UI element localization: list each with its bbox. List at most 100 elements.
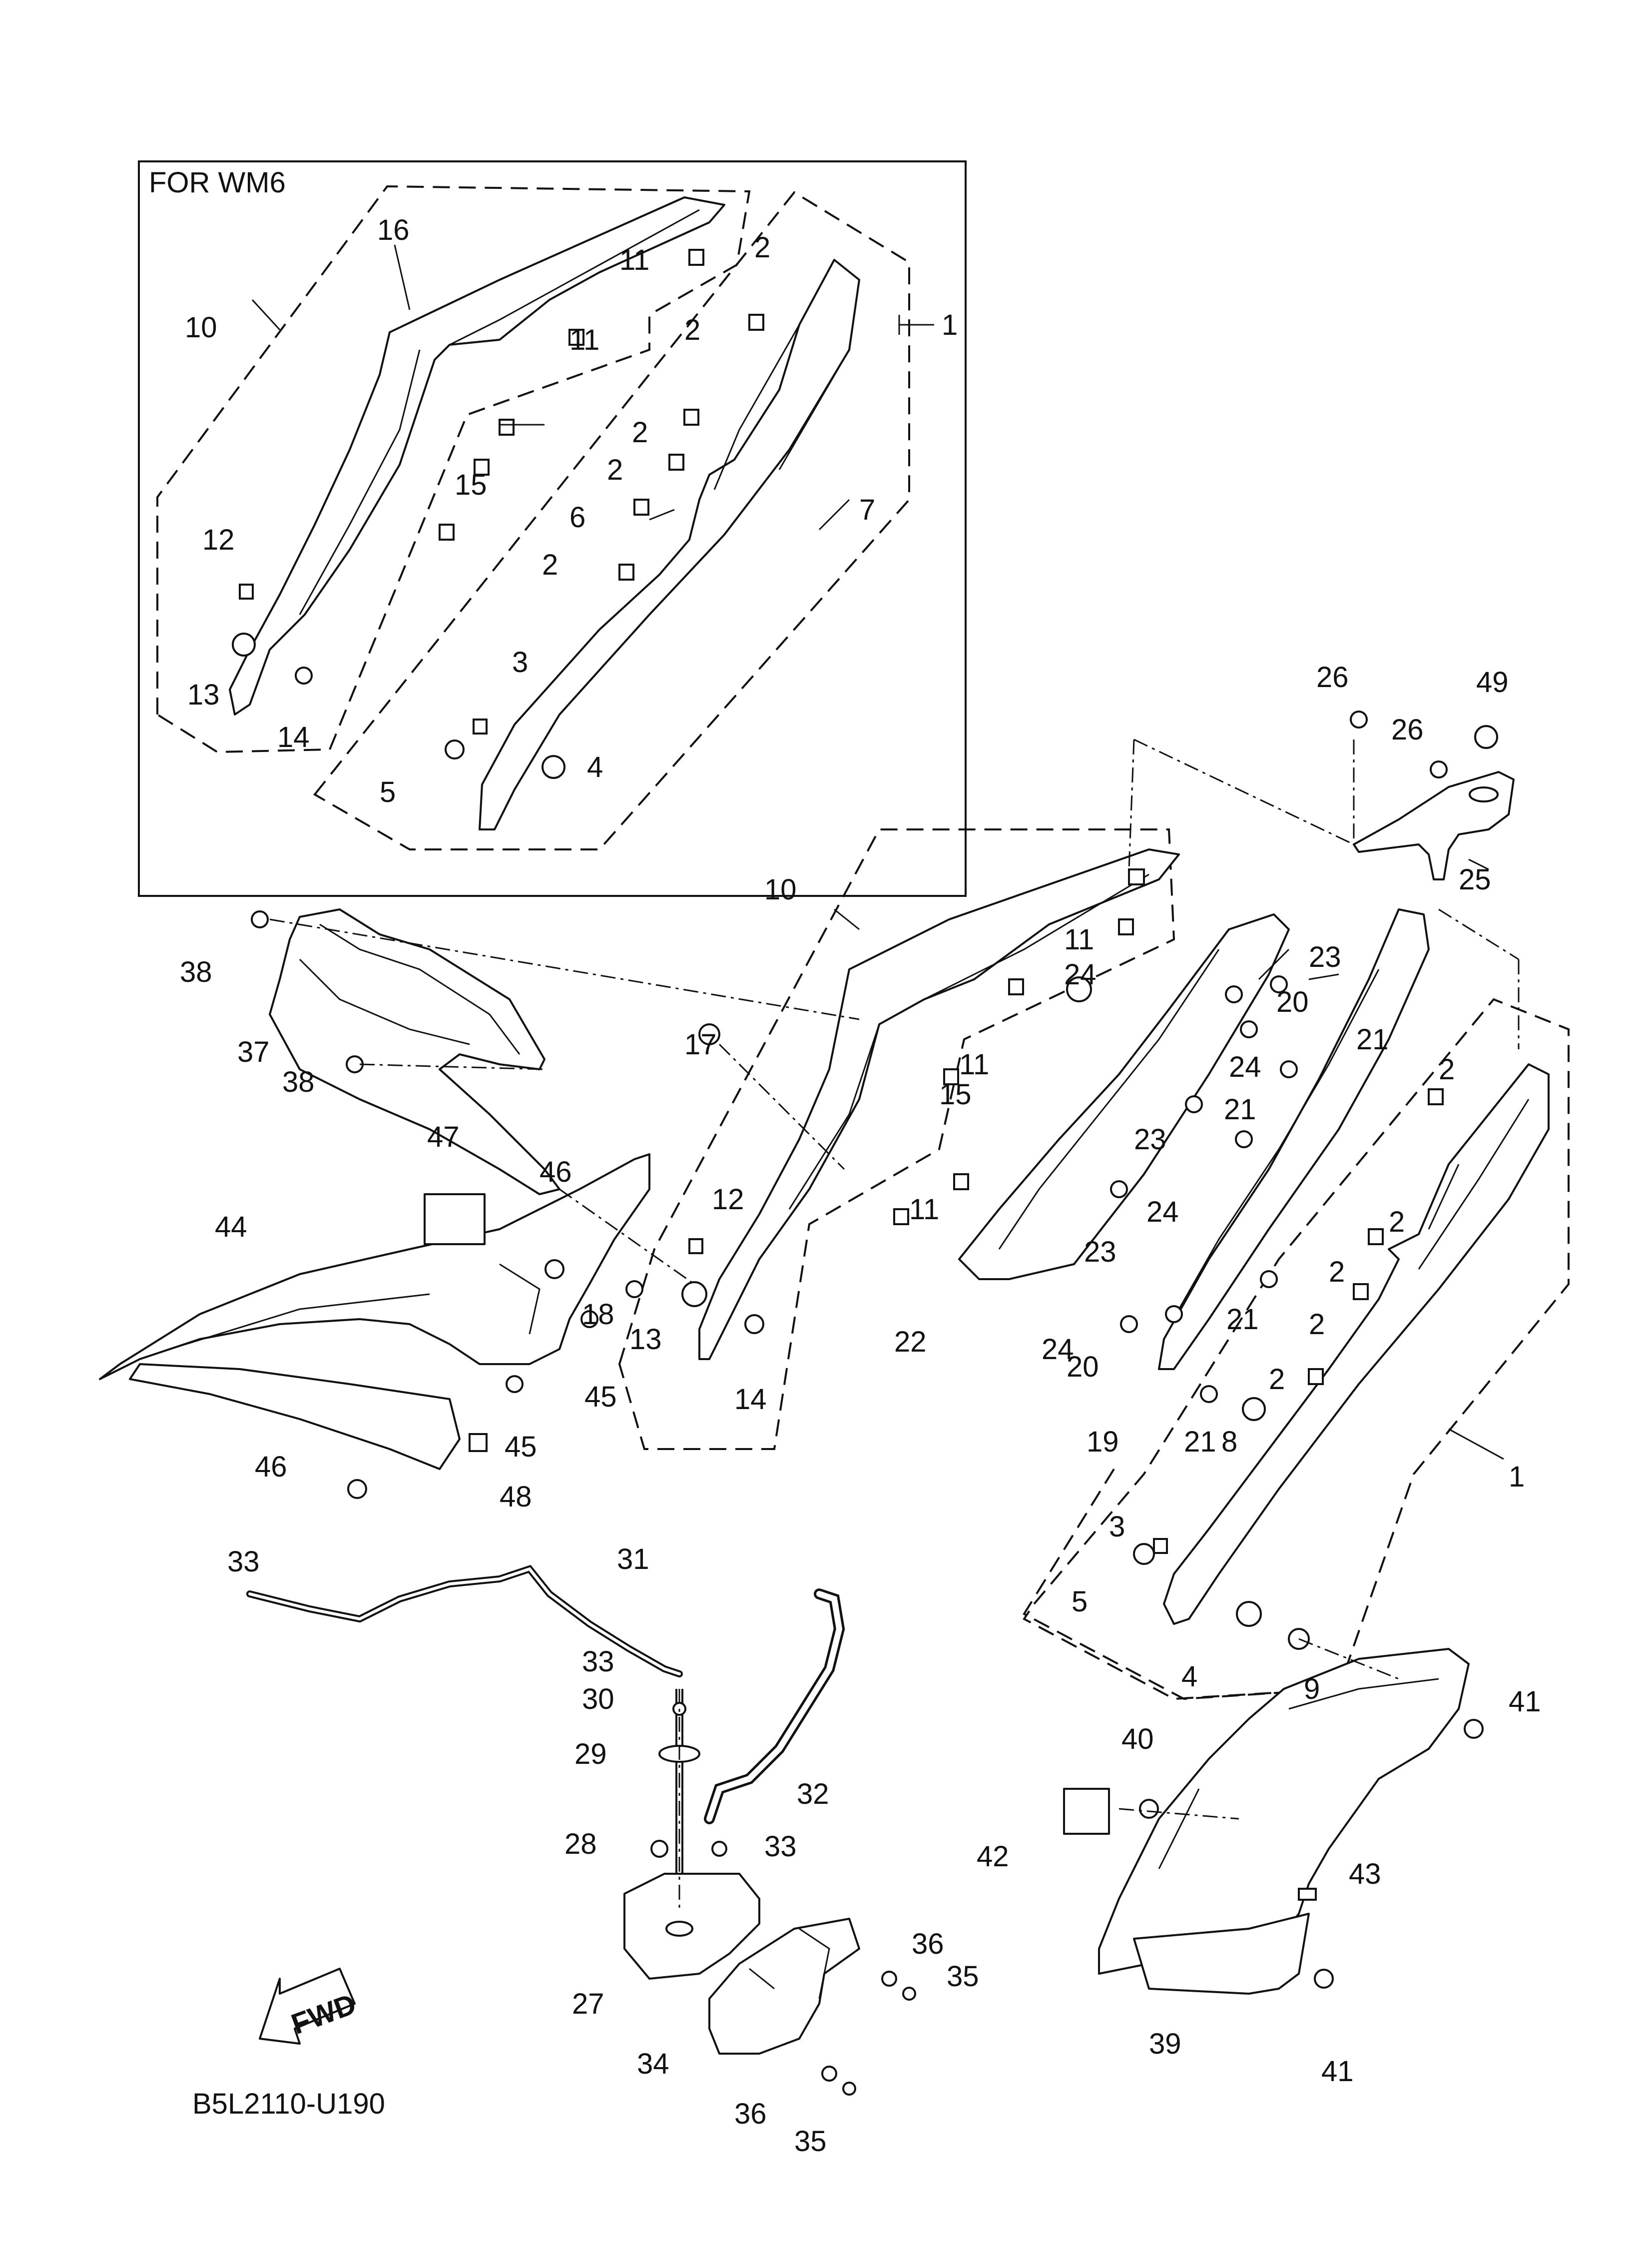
callout: 38 xyxy=(282,1066,315,1098)
callout: 2 xyxy=(1269,1363,1285,1396)
box-47 xyxy=(424,1193,486,1245)
callout: 36 xyxy=(912,1928,944,1960)
callout: 1 xyxy=(1509,1461,1525,1493)
callout: 47 xyxy=(427,1121,460,1153)
front-panel-39-detail xyxy=(1158,1678,1439,1869)
callout: 1 xyxy=(942,309,958,341)
side-cover-detail xyxy=(1418,1099,1530,1270)
callout: 29 xyxy=(574,1738,607,1770)
callout: 39 xyxy=(1149,2028,1181,2060)
callout: 8 xyxy=(1221,1426,1237,1458)
callout-labels: 1 1 1 2 2 2 2 2 2 2 2 2 2 3 3 4 4 5 5 6 … xyxy=(180,214,1541,2158)
seat-cowl-inner xyxy=(788,873,1149,1210)
hose-32-core xyxy=(706,1591,843,1822)
callout: 31 xyxy=(617,1543,649,1575)
callout: 12 xyxy=(202,524,235,556)
callout: 41 xyxy=(1509,1685,1541,1718)
callout: 46 xyxy=(255,1451,287,1483)
inset-side-cover-inner xyxy=(713,324,850,490)
side-panel-44-lower xyxy=(129,1363,461,1470)
callout: 10 xyxy=(764,873,797,906)
callout: 48 xyxy=(500,1481,532,1513)
box-42 xyxy=(1063,1788,1110,1835)
callout: 33 xyxy=(582,1645,614,1678)
side-panel-44 xyxy=(99,1153,650,1380)
inner-panel-22 xyxy=(958,913,1290,1280)
inset-side-cover xyxy=(479,259,860,830)
callout: 6 xyxy=(569,501,585,534)
callout: 4 xyxy=(1181,1660,1197,1693)
panel-37-detail xyxy=(299,923,521,1055)
callout: 20 xyxy=(1276,986,1309,1018)
callout: 40 xyxy=(1121,1723,1154,1755)
callout: 5 xyxy=(1072,1585,1088,1618)
group-1-outline xyxy=(1023,998,1570,1700)
callout: 26 xyxy=(1391,714,1424,746)
canister-27-port xyxy=(665,1921,693,1937)
callout: 4 xyxy=(587,751,603,783)
bracket-34-detail xyxy=(749,1928,830,1999)
inner-panel-19-detail xyxy=(1178,969,1380,1310)
callout: 17 xyxy=(684,1028,717,1061)
callout: 21 xyxy=(1356,1023,1389,1056)
callout: 24 xyxy=(1229,1051,1261,1083)
callout: 2 xyxy=(1329,1256,1345,1288)
callout: 20 xyxy=(1067,1351,1099,1383)
callout: 21 xyxy=(1184,1426,1216,1458)
front-panel-39-lower xyxy=(1133,1913,1310,1995)
callout: 2 xyxy=(1389,1206,1405,1238)
callout: 11 xyxy=(569,324,599,356)
callout: 23 xyxy=(1084,1236,1116,1268)
callout: 36 xyxy=(734,2098,767,2130)
inset-label: FOR WM6 xyxy=(149,166,286,199)
callout: 23 xyxy=(1134,1123,1166,1156)
inset-seat-cowl xyxy=(229,196,725,716)
callout: 35 xyxy=(947,1960,979,1993)
drawing-code: B5L2110-U190 xyxy=(192,2088,385,2120)
callout: 2 xyxy=(607,454,623,486)
callout: 3 xyxy=(1109,1510,1125,1543)
inset-group-1-outline xyxy=(313,191,910,850)
callout: 3 xyxy=(512,646,528,679)
hose-31-core xyxy=(248,1567,681,1675)
callout: 38 xyxy=(180,956,212,988)
callout: 42 xyxy=(977,1840,1009,1873)
callout: 24 xyxy=(1042,1333,1074,1366)
callout: 15 xyxy=(939,1078,972,1111)
inner-panel-22-detail xyxy=(998,949,1220,1250)
callout: 23 xyxy=(1309,941,1341,973)
callout: 2 xyxy=(1439,1053,1455,1086)
callout: 14 xyxy=(277,721,310,753)
callout: 12 xyxy=(712,1183,744,1216)
callout: 27 xyxy=(572,1988,604,2020)
fwd-arrow: FWD xyxy=(259,1968,360,2045)
inset-frame xyxy=(138,160,967,897)
callout: 45 xyxy=(505,1431,537,1463)
callout: 5 xyxy=(380,776,396,808)
callout: 35 xyxy=(794,2125,827,2158)
group-10-outline xyxy=(618,828,1175,1450)
callout: 11 xyxy=(959,1048,989,1081)
callout: 33 xyxy=(764,1830,797,1863)
callout: 2 xyxy=(632,416,648,449)
hose-31 xyxy=(246,1564,683,1677)
callout: 11 xyxy=(619,244,649,276)
hardware-marks xyxy=(232,249,1498,2096)
callout: 41 xyxy=(1321,2055,1354,2088)
callout: 15 xyxy=(455,469,487,501)
callout: 11 xyxy=(909,1193,939,1226)
leader-lines xyxy=(251,244,1504,1460)
callout: 22 xyxy=(894,1326,927,1358)
tail-bracket-hole xyxy=(1469,786,1499,802)
callout: 25 xyxy=(1459,863,1491,896)
connector-lines xyxy=(269,739,1520,1909)
callout: 26 xyxy=(1316,661,1349,694)
callout: 2 xyxy=(542,549,558,581)
callout: 46 xyxy=(540,1156,572,1188)
callout: 16 xyxy=(377,214,410,246)
callout: 11 xyxy=(1064,923,1094,956)
callout: 24 xyxy=(1146,1196,1179,1228)
callout: 18 xyxy=(582,1298,614,1331)
inset-seat-cowl-inner xyxy=(299,209,700,615)
callout: 33 xyxy=(227,1545,260,1578)
